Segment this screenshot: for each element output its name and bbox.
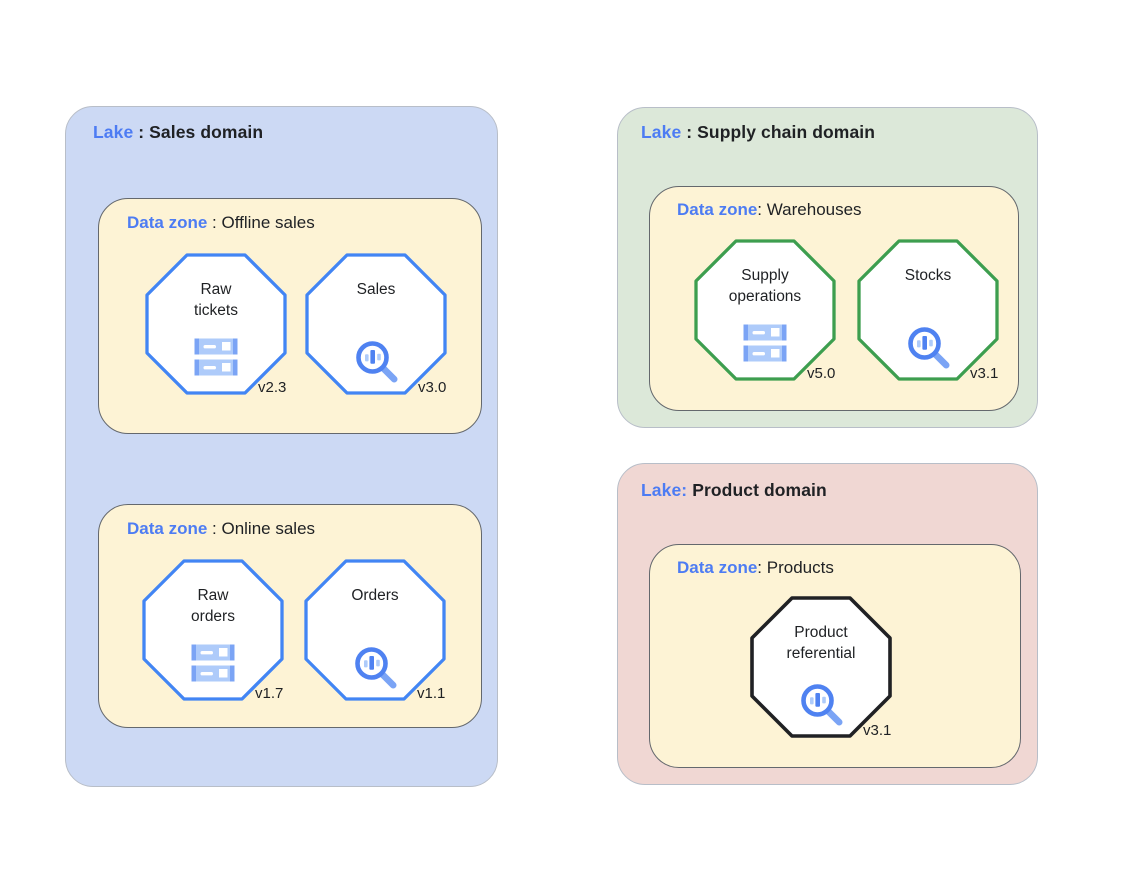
storage-icon	[694, 324, 836, 362]
octagon-shape	[142, 559, 284, 701]
zone-name: Offline sales	[221, 213, 315, 232]
asset-version: v3.1	[863, 722, 892, 739]
asset-label: Product referential	[786, 624, 856, 662]
asset-orders: Orders v1.1	[304, 559, 446, 702]
zone-name: Warehouses	[766, 200, 862, 219]
octagon-shape	[694, 239, 836, 381]
asset-version: v5.0	[807, 365, 836, 382]
octagon-shape	[305, 253, 447, 395]
data-zone-products: Data zone: Products Product referential …	[649, 544, 1021, 768]
title-separator: :	[133, 122, 150, 142]
lake-label: Lake	[641, 122, 682, 142]
octagon-shape	[304, 559, 446, 701]
asset-version: v3.0	[418, 379, 447, 396]
lake-product-domain: Lake: Product domain Data zone: Products…	[617, 463, 1038, 785]
data-zone-offline-sales: Data zone : Offline sales Raw tickets v2…	[98, 198, 482, 434]
storage-icon	[142, 644, 284, 682]
asset-label: Supply operations	[728, 267, 802, 305]
zone-products-title: Data zone: Products	[677, 558, 834, 578]
asset-label: Orders	[351, 587, 399, 604]
lake-name: Supply chain domain	[697, 122, 876, 142]
zone-offline-sales-title: Data zone : Offline sales	[127, 213, 315, 233]
asset-version: v3.1	[970, 365, 999, 382]
title-separator: :	[207, 519, 222, 538]
asset-raw-orders: Raw orders v1.7	[142, 559, 284, 702]
data-zone-warehouses: Data zone: Warehouses Supply operations …	[649, 186, 1019, 411]
asset-label: Raw orders	[191, 587, 235, 625]
asset-version: v2.3	[258, 379, 287, 396]
asset-label: Sales	[356, 281, 396, 298]
lake-sales-title: Lake : Sales domain	[93, 122, 263, 143]
asset-stocks: Stocks v3.1	[857, 239, 999, 382]
title-separator: :	[681, 122, 698, 142]
search-analytics-icon	[750, 681, 892, 731]
asset-version: v1.1	[417, 685, 446, 702]
zone-name: Products	[766, 558, 834, 577]
zone-online-sales-title: Data zone : Online sales	[127, 519, 315, 539]
lake-label: Lake	[93, 122, 134, 142]
search-analytics-icon	[305, 338, 447, 388]
lake-name: Sales domain	[149, 122, 264, 142]
lake-sales-domain: Lake : Sales domain Data zone : Offline …	[65, 106, 498, 787]
asset-supply-operations: Supply operations v5.0	[694, 239, 836, 382]
octagon-shape	[750, 596, 892, 738]
octagon-shape	[145, 253, 287, 395]
lake-supply-title: Lake : Supply chain domain	[641, 122, 875, 143]
lake-product-title: Lake: Product domain	[641, 480, 827, 501]
zone-warehouses-title: Data zone: Warehouses	[677, 200, 862, 220]
title-separator: :	[757, 558, 767, 577]
zone-name: Online sales	[221, 519, 316, 538]
octagon-shape	[857, 239, 999, 381]
search-analytics-icon	[857, 324, 999, 374]
asset-raw-tickets: Raw tickets v2.3	[145, 253, 287, 396]
data-zone-label: Data zone	[127, 519, 208, 538]
lake-supply-chain-domain: Lake : Supply chain domain Data zone: Wa…	[617, 107, 1038, 428]
data-zone-label: Data zone	[677, 558, 758, 577]
lake-name: Product domain	[692, 480, 827, 500]
data-zone-online-sales: Data zone : Online sales Raw orders v1.7…	[98, 504, 482, 728]
data-zone-label: Data zone	[677, 200, 758, 219]
storage-icon	[145, 338, 287, 376]
search-analytics-icon	[304, 644, 446, 694]
title-separator: :	[207, 213, 222, 232]
lake-label: Lake:	[641, 480, 688, 500]
asset-product-referential: Product referential v3.1	[750, 596, 892, 739]
asset-version: v1.7	[255, 685, 284, 702]
asset-label: Stocks	[904, 267, 952, 284]
asset-label: Raw tickets	[194, 281, 238, 319]
data-zone-label: Data zone	[127, 213, 208, 232]
asset-sales: Sales v3.0	[305, 253, 447, 396]
title-separator: :	[757, 200, 767, 219]
